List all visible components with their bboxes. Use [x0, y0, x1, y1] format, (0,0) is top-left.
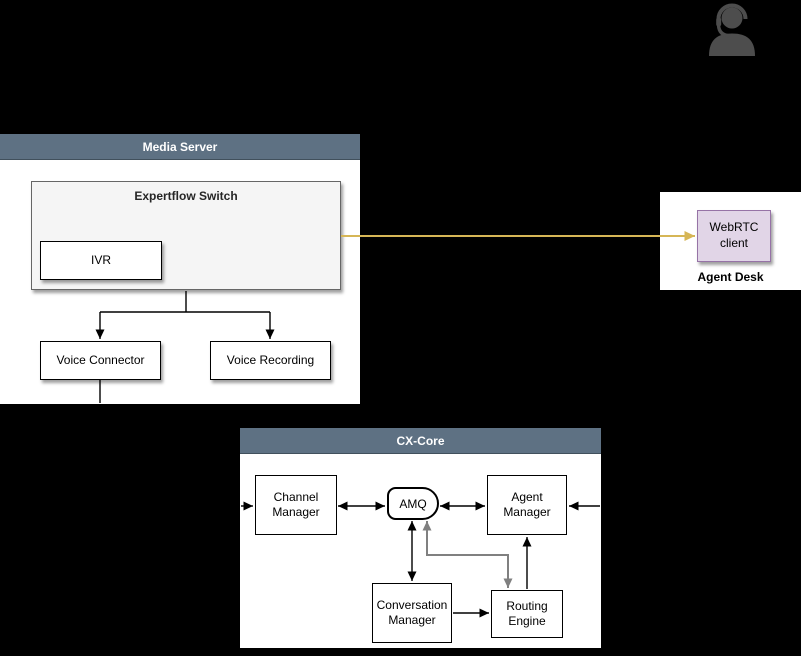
webrtc-client-label: WebRTC client [709, 220, 759, 250]
channel-manager-label: Channel Manager [272, 490, 320, 519]
voice-connector-label: Voice Connector [56, 353, 145, 367]
agent-manager-box: Agent Manager [487, 475, 567, 535]
media-server-header: Media Server [0, 134, 360, 160]
agent-shoulders [709, 33, 755, 56]
amq-queue-shape: AMQ [387, 487, 439, 520]
agent-desk-container: WebRTC client Agent Desk [660, 192, 801, 290]
ivr-box: IVR [40, 241, 162, 280]
expertflow-switch-title: Expertflow Switch [134, 189, 238, 203]
headset-band [716, 3, 748, 20]
cx-core-container: CX-Core Channel Manager AMQ Agent Manage… [240, 428, 601, 648]
conversation-manager-label: Conversation Manager [376, 598, 448, 627]
cx-core-title: CX-Core [396, 433, 445, 448]
agent-desk-label: Agent Desk [697, 270, 764, 284]
headset-earpiece [716, 17, 722, 27]
webrtc-client-box: WebRTC client [697, 210, 771, 262]
amq-label: AMQ [399, 496, 427, 511]
agent-head [721, 7, 743, 29]
agent-headset-icon [709, 3, 755, 56]
voice-recording-label: Voice Recording [226, 353, 315, 367]
media-server-title: Media Server [142, 139, 218, 154]
channel-manager-box: Channel Manager [255, 475, 337, 535]
cx-core-header: CX-Core [240, 428, 601, 454]
routing-engine-box: Routing Engine [491, 590, 563, 638]
routing-engine-label: Routing Engine [506, 599, 548, 628]
voice-connector-box: Voice Connector [40, 341, 161, 380]
media-server-container: Media Server Expertflow Switch IVR Voice… [0, 134, 360, 404]
voice-recording-box: Voice Recording [210, 341, 331, 380]
headset-mic-boom [716, 24, 731, 38]
conversation-manager-box: Conversation Manager [372, 583, 452, 643]
agent-manager-label: Agent Manager [503, 490, 551, 519]
ivr-label: IVR [90, 253, 111, 267]
